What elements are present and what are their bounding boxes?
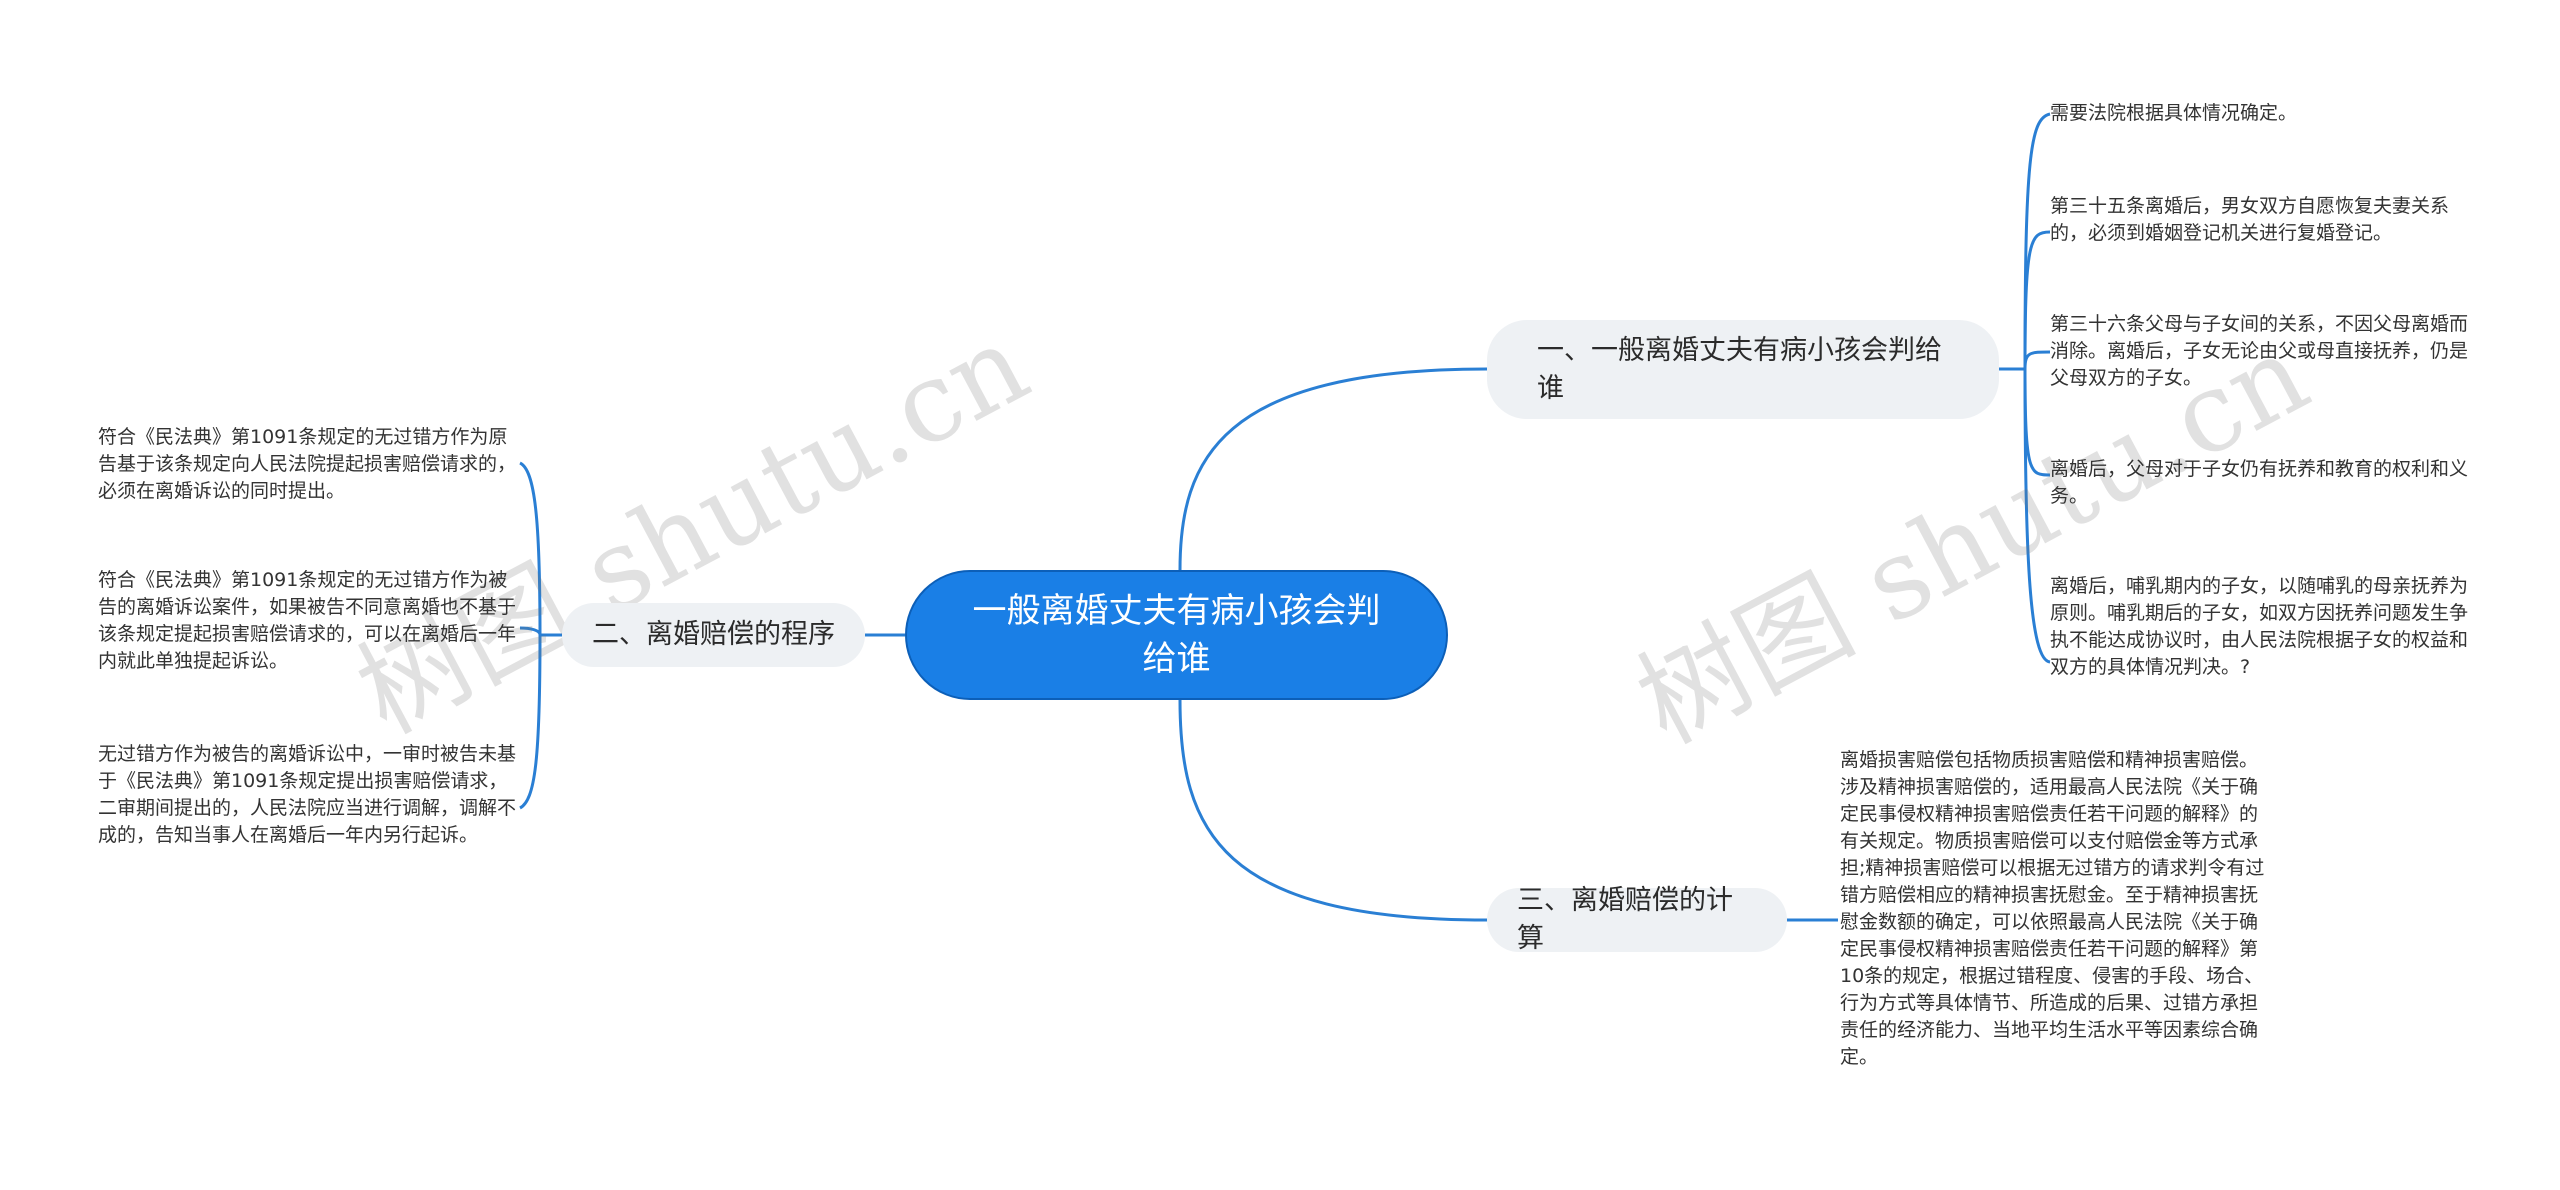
leaf-procedure-1[interactable]: 符合《民法典》第1091条规定的无过错方作为原告基于该条规定向人民法院提起损害赔…	[98, 426, 517, 502]
link-leaf-r2	[2023, 230, 2051, 370]
root-topic-label: 一般离婚丈夫有病小孩会判给谁	[972, 591, 1381, 679]
leaf-procedure-3[interactable]: 无过错方作为被告的离婚诉讼中，一审时被告未基于《民法典》第1091条规定提出损害…	[98, 743, 517, 846]
bracket-branch1	[2023, 112, 2051, 664]
branch-topic-procedure[interactable]: 二、离婚赔偿的程序	[562, 603, 865, 667]
bracket-branch2	[519, 461, 542, 810]
root-topic[interactable]: 一般离婚丈夫有病小孩会判给谁	[905, 570, 1448, 700]
leaf-custody-1[interactable]: 需要法院根据具体情况确定。	[2050, 102, 2298, 124]
leaf-custody-2[interactable]: 第三十五条离婚后，男女双方自愿恢复夫妻关系的，必须到婚姻登记机关进行复婚登记。	[2050, 195, 2450, 244]
branch-topic-custody[interactable]: 一、一般离婚丈夫有病小孩会判给谁	[1487, 320, 1999, 419]
branch-label: 一、一般离婚丈夫有病小孩会判给谁	[1537, 334, 1942, 404]
branch-label: 二、离婚赔偿的程序	[592, 619, 835, 650]
leaf-custody-5[interactable]: 离婚后，哺乳期内的子女，以随哺乳的母亲抚养为原则。哺乳期后的子女，如双方因抚养问…	[2050, 575, 2469, 678]
leaf-procedure-2[interactable]: 符合《民法典》第1091条规定的无过错方作为被告的离婚诉讼案件，如果被告不同意离…	[98, 569, 517, 672]
leaf-custody-4[interactable]: 离婚后，父母对于子女仍有抚养和教育的权利和义务。	[2050, 458, 2469, 507]
link-root-branch3	[1178, 699, 1488, 922]
leaf-custody-3[interactable]: 第三十六条父母与子女间的关系，不因父母离婚而消除。离婚后，子女无论由父或母直接抚…	[2050, 313, 2469, 389]
link-root-branch1	[1178, 367, 1488, 571]
link-leaf-r3	[2023, 350, 2051, 370]
leaf-calculation-1[interactable]: 离婚损害赔偿包括物质损害赔偿和精神损害赔偿。涉及精神损害赔偿的，适用最高人民法院…	[1840, 749, 2265, 1068]
link-leaf-r4	[2023, 368, 2051, 477]
branch-topic-calculation[interactable]: 三、离婚赔偿的计算	[1487, 885, 1787, 954]
branch-label: 三、离婚赔偿的计算	[1517, 885, 1733, 954]
link-leaf-l2	[519, 626, 542, 636]
